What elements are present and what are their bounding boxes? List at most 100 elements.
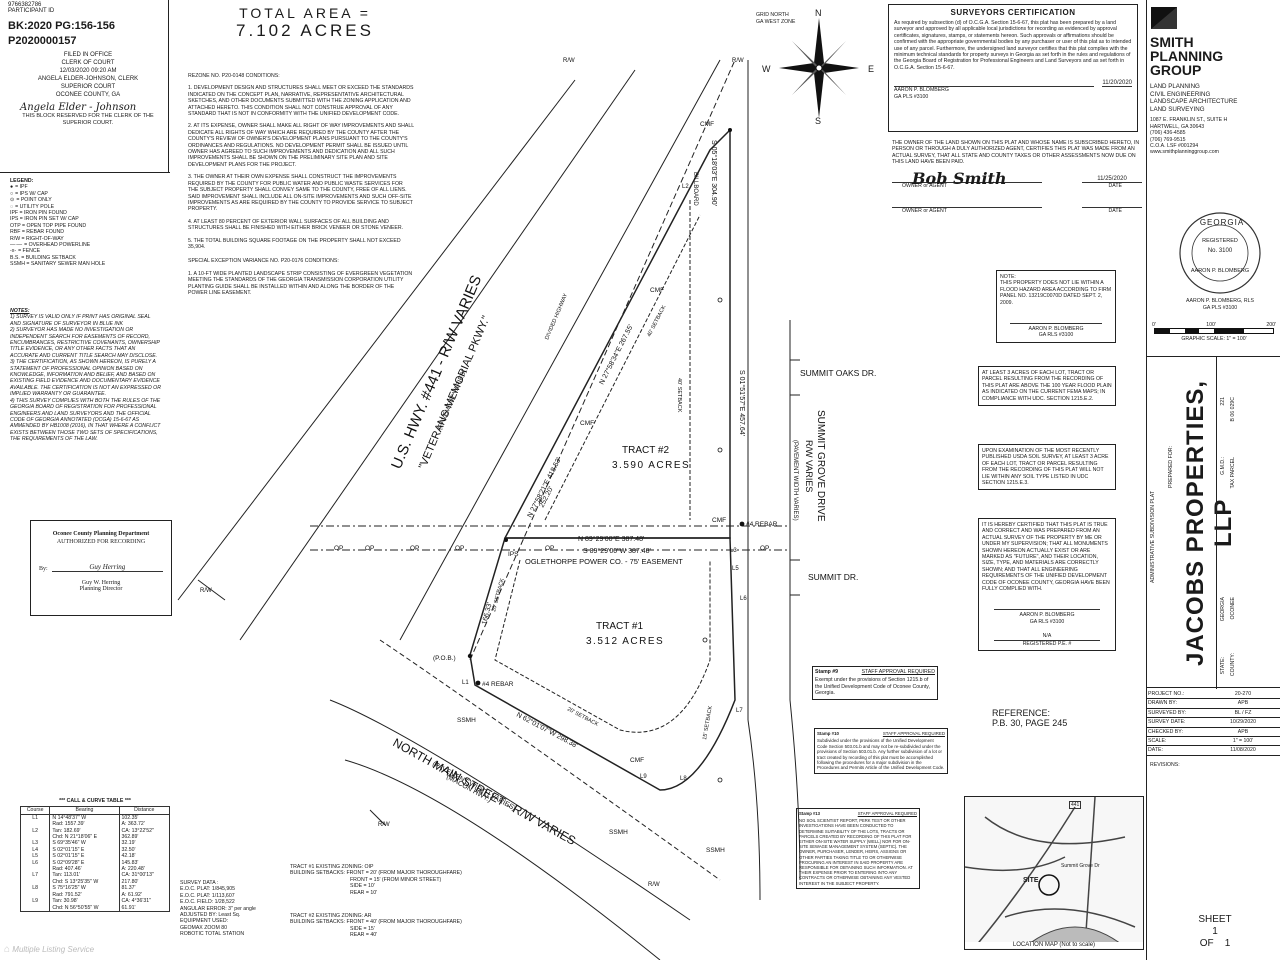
summit-grove-rw: R/W VARIES [804,440,814,492]
table-row: Rad: 407.46'A: 220.48' [19,866,171,873]
table-cell [19,878,51,886]
table-cell: A: 61.92' [118,891,171,899]
table-cell [19,834,51,841]
project-value: 20-270 [1234,691,1252,697]
table-cell: L9 [19,898,51,905]
summit-grove-curve-2 [789,699,801,881]
zoning-tract-1: TRACT #1 EXISTING ZONING: OIP BUILDING S… [290,864,462,896]
table-cell: 145.83' [118,859,171,867]
line-label-l9: L9 [640,774,647,780]
project-row: SCALE:1" = 100' [1146,737,1280,747]
total-area-heading: TOTAL AREA = 7.102 ACRES [236,5,374,40]
project-label: SURVEYED BY: [1148,709,1186,716]
table-cell: Chd: N 56°50'55" W [49,904,120,912]
setback-40-a: 40' SETBACK [646,304,667,338]
firm-logo-icon [1151,7,1177,29]
setback-40-b: 40' SETBACK [676,378,682,413]
table-row: Rad: 791.52'A: 61.92' [19,891,171,899]
cmf-label-2: CMF [650,287,664,294]
project-value: APB [1237,728,1249,735]
clerk-reserved-note: THIS BLOCK RESERVED FOR THE CLERK OF THE… [22,113,154,126]
cmf-label-5: CMF [630,757,644,764]
compass-e: E [868,64,875,74]
table-cell: L4 [19,846,51,854]
table-cell: 102.35' [118,814,171,822]
op-label-4: OP [455,545,464,552]
owner-date-line-2 [1082,207,1142,209]
table-cell: CA: 31°00'13" [118,872,171,879]
flood-signature-line [1010,308,1102,325]
compass-w: W [762,64,771,74]
utility-pole-2 [717,447,723,453]
hwy-441-edge-3 [399,59,721,641]
rw-label-2: R/W [732,58,744,64]
table-cell: L3 [19,840,51,847]
title-block-frame [1146,0,1280,960]
setback-line-tract1 [494,559,711,733]
table-cell [19,891,51,899]
call-south: S 89°29'00"W 387.48' [583,547,651,555]
project-label: SURVEY DATE: [1148,719,1186,726]
summit-dr-label: SUMMIT DR. [808,572,858,582]
recording-plat-no: P2020000157 [8,34,77,47]
owner-signature-line-2 [892,207,1042,209]
op-label-2: OP [365,545,374,552]
monument-rebar-2 [739,521,745,527]
owner-signature: Bob Smith [892,170,1042,187]
rw-label-1: R/W [563,58,575,64]
project-row: SURVEYED BY:BL / FZ [1146,709,1280,719]
table-cell: A: 363.72' [118,821,171,828]
rebar-label-2: #4 REBAR [746,521,778,528]
op-label-1: OP [334,545,343,552]
sheet-number: SHEET 1 OF 1 [1198,914,1232,949]
utility-pole-1 [717,297,723,303]
table-cell: L1 [19,814,51,822]
monument-rebar-1 [475,680,481,686]
project-value: APB [1237,700,1249,707]
notes-block: NOTES: 1) SURVEY IS VALID ONLY IF PRINT … [10,308,161,443]
compass-star-icon [779,18,859,118]
pole-symbol-icon: ◌ [10,203,14,210]
ssmh-label-1: SSMH [457,717,476,724]
tract-2-label: TRACT #2 [622,445,669,456]
call-table-header: Distance [118,806,171,815]
monument-north [728,128,732,132]
monument-pob [467,653,473,659]
table-cell [19,866,51,873]
table-cell: CA: 13°22'52" [118,827,171,835]
scale-bar [1154,328,1274,335]
cmf-label-4: CMF [712,517,726,524]
tract-1-label: TRACT #1 [596,621,643,632]
setback-20-a: 20' SETBACK [491,577,506,612]
legend-block: LEGEND: ●= IPF ○= IPS W/ CAP ⊙= POINT ON… [10,178,150,268]
seal-ring-icon [1179,212,1261,294]
firm-logo: SMITH PLANNING GROUP LAND PLANNING CIVIL… [1150,6,1276,156]
recording-lines: FILED IN OFFICE CLERK OF COURT 12/03/202… [37,51,139,98]
op-label-6: OP [760,545,769,552]
table-cell: 217.80' [118,878,171,886]
line-label-l6: L6 [740,596,747,602]
rw-label-5: R/W [648,882,660,888]
project-row: PROJECT NO.:20-270 [1146,690,1280,700]
north-main-edge-1 [329,699,691,921]
recording-divider [0,172,170,173]
rw-label-4: R/W [378,822,390,828]
project-row: DRAWN BY:APB [1146,699,1280,709]
table-cell: 32.50' [118,846,171,854]
rw-tick-2 [369,809,386,826]
call-table-header: Course [19,806,51,815]
table-cell: L8 [19,885,51,892]
line-label-l5: L5 [732,566,739,572]
call-north: N 89°29'00"E 387.48' [578,535,644,543]
project-row: CHECKED BY:APB [1146,728,1280,738]
mls-logo-icon: ⌂ [4,944,11,955]
recording-side-rule [168,0,169,172]
project-value: 1" = 100' [1232,738,1254,745]
